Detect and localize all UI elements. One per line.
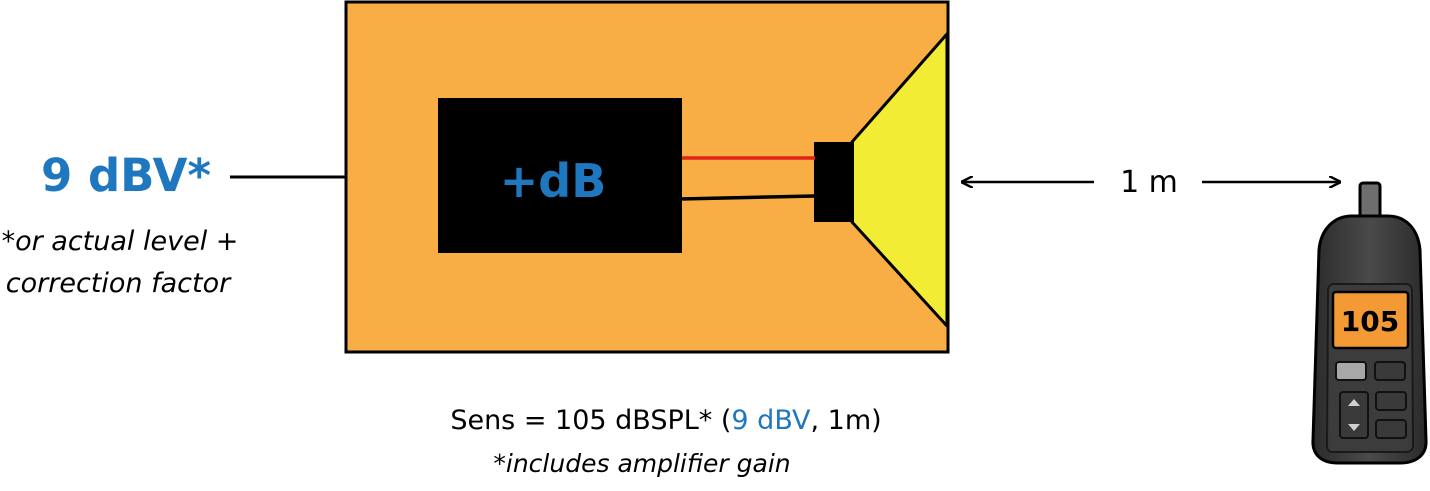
sound-level-meter: 105 [1311,181,1428,465]
distance-label: 1 m [1120,165,1178,200]
caption-highlight: 9 dBV [731,405,811,436]
amplifier-block [438,98,682,253]
signal-wire-negative [679,194,816,201]
meter-screen [1331,290,1410,350]
chevron-down-icon [1348,424,1360,431]
meter-button-2 [1374,361,1406,381]
meter-updown-button [1339,391,1369,439]
meter-button-1 [1335,361,1367,381]
meter-button-4 [1375,419,1407,439]
input-note-line1: *or actual level + [2,226,239,257]
caption-prefix: Sens = 105 dBSPL* ( [450,405,731,436]
meter-reading: 105 [1341,305,1399,338]
speaker-driver [814,142,854,222]
chevron-up-icon [1348,399,1360,406]
meter-button-3 [1375,391,1407,411]
caption-suffix: , 1m) [810,405,881,436]
meter-microphone [1358,181,1382,221]
input-level-label: 9 dBV* [41,149,211,202]
caption-footnote: *includes amplifier gain [493,449,790,478]
amplifier-gain-label: +dB [500,154,607,208]
sensitivity-caption: Sens = 105 dBSPL* (9 dBV, 1m) [450,405,881,436]
input-note-line2: correction factor [6,268,232,299]
